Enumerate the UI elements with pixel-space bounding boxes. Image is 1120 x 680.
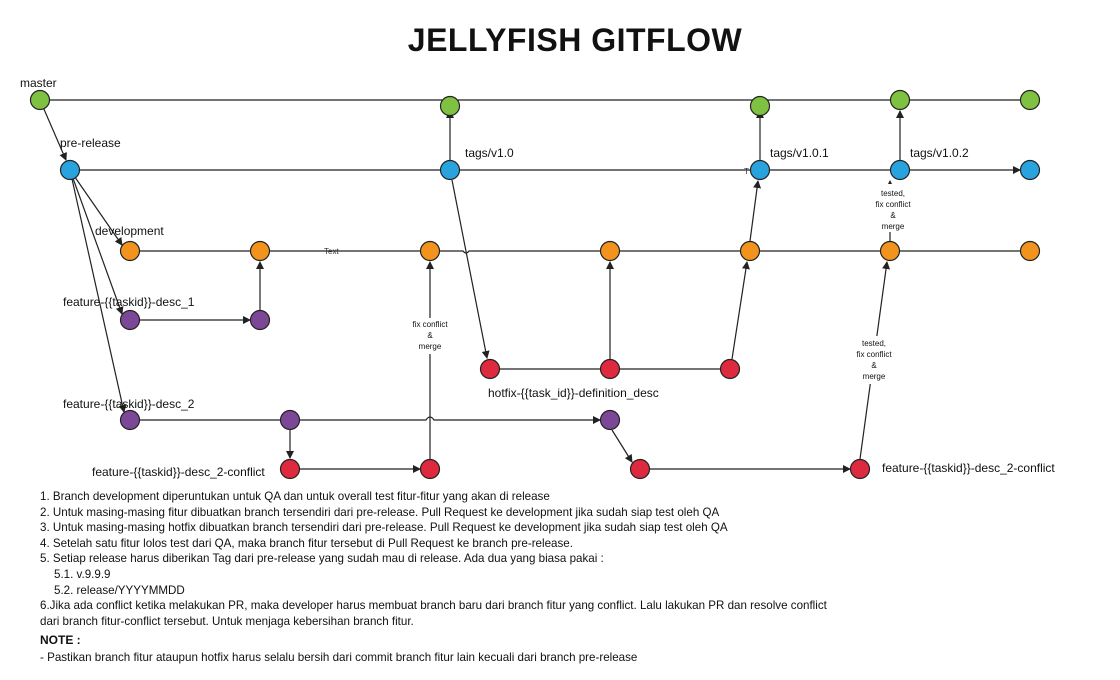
tag-v1-0-2-label: tags/v1.0.2 bbox=[910, 146, 969, 160]
note-item: 4. Setelah satu fitur lolos test dari QA… bbox=[40, 536, 573, 550]
note-item-continued: dari branch fitur-conflict tersebut. Unt… bbox=[40, 614, 414, 628]
development-commit[interactable] bbox=[599, 240, 621, 262]
master-commit[interactable] bbox=[749, 95, 771, 117]
master-commit[interactable] bbox=[29, 89, 51, 111]
note-item: 3. Untuk masing-masing hotfix dibuatkan … bbox=[40, 521, 728, 535]
annotation-line: & bbox=[427, 331, 433, 340]
development-to-pre-release-v1-0-1-arrow bbox=[749, 180, 762, 242]
note-sub-item: 5.1. v.9.9.9 bbox=[54, 567, 111, 581]
feature-2-commit[interactable] bbox=[599, 409, 621, 431]
annotation-line: fix conflict bbox=[856, 350, 892, 359]
annotation-line: merge bbox=[863, 372, 886, 381]
pre-release-commit[interactable] bbox=[889, 159, 911, 181]
master-commit[interactable] bbox=[439, 95, 461, 117]
annotation-line: & bbox=[890, 211, 896, 220]
annotation-line: fix conflict bbox=[875, 200, 911, 209]
conflict-commit[interactable] bbox=[279, 458, 301, 480]
annotation-line: tested, bbox=[862, 339, 886, 348]
pre-release-to-feature-2-arrow bbox=[69, 169, 127, 413]
pre-release-to-feature-1-arrow bbox=[69, 169, 124, 315]
development-commit[interactable] bbox=[879, 240, 901, 262]
feature-2-to-conflict-right-arrow bbox=[611, 429, 633, 463]
feature-2-label: feature-{{taskid}}-desc_2 bbox=[63, 397, 195, 411]
hotfix-commit[interactable] bbox=[599, 358, 621, 380]
pre-release-to-hotfix-arrow bbox=[451, 179, 490, 359]
pre-release-commit[interactable] bbox=[59, 159, 81, 181]
conflict-commit[interactable] bbox=[629, 458, 651, 480]
development-commit[interactable] bbox=[249, 240, 271, 262]
master-commit[interactable] bbox=[889, 89, 911, 111]
conflict-commit[interactable] bbox=[419, 458, 441, 480]
pre-release-to-development-arrow bbox=[69, 169, 123, 246]
annotation-line: merge bbox=[419, 342, 442, 351]
development-commit[interactable] bbox=[119, 240, 141, 262]
page-title: JELLYFISH GITFLOW bbox=[407, 22, 743, 58]
hotfix-commit[interactable] bbox=[479, 358, 501, 380]
development-commit[interactable] bbox=[739, 240, 761, 262]
feature-2-conflict-left-label: feature-{{taskid}}-desc_2-conflict bbox=[92, 465, 265, 479]
master-label: master bbox=[20, 76, 57, 90]
tested-fix-conflict-annotation-top: tested, fix conflict & merge bbox=[865, 184, 915, 232]
tag-v1-0-1-label: tags/v1.0.1 bbox=[770, 146, 829, 160]
hotfix-commit[interactable] bbox=[719, 358, 741, 380]
note-item: 2. Untuk masing-masing fitur dibuatkan b… bbox=[40, 505, 720, 519]
conflict-commit[interactable] bbox=[849, 458, 871, 480]
note-item: 1. Branch development diperuntukan untuk… bbox=[40, 490, 550, 503]
note-heading: NOTE : bbox=[40, 633, 81, 647]
note-item: 5. Setiap release harus diberikan Tag da… bbox=[40, 552, 604, 566]
pre-release-commit[interactable] bbox=[439, 159, 461, 181]
hotfix-label: hotfix-{{task_id}}-definition_desc bbox=[488, 386, 659, 400]
pre-release-label: pre-release bbox=[60, 136, 121, 150]
development-label: development bbox=[95, 224, 164, 238]
hotfix-end-to-development-arrow bbox=[731, 261, 750, 360]
master-to-pre-release-arrow bbox=[39, 99, 67, 161]
fix-conflict-annotation: fix conflict & merge bbox=[400, 318, 460, 354]
development-commit[interactable] bbox=[419, 240, 441, 262]
development-commit[interactable] bbox=[1019, 240, 1041, 262]
feature-2-conflict-right-label: feature-{{taskid}}-desc_2-conflict bbox=[882, 461, 1055, 475]
pre-release-commit[interactable] bbox=[749, 159, 771, 181]
feature-2-commit[interactable] bbox=[279, 409, 301, 431]
feature-1-label: feature-{{taskid}}-desc_1 bbox=[63, 295, 195, 309]
annotation-line: merge bbox=[882, 222, 905, 231]
feature-1-commit[interactable] bbox=[249, 309, 271, 331]
feature-2-branch-line bbox=[290, 416, 601, 424]
tested-fix-conflict-annotation-bottom: tested, fix conflict & merge bbox=[848, 336, 904, 384]
pre-release-commit[interactable] bbox=[1019, 159, 1041, 181]
note-item: 6.Jika ada conflict ketika melakukan PR,… bbox=[40, 599, 827, 613]
notes-list: 1. Branch development diperuntukan untuk… bbox=[40, 489, 940, 629]
note-sub-item: 5.2. release/YYYYMMDD bbox=[54, 583, 185, 597]
master-commit[interactable] bbox=[1019, 89, 1041, 111]
feature-1-commit[interactable] bbox=[119, 309, 141, 331]
text-marker: Text bbox=[324, 247, 339, 256]
gitflow-diagram: master pre-release development feature-{… bbox=[20, 76, 1055, 480]
annotation-line: tested, bbox=[881, 189, 905, 198]
t-marker: T bbox=[744, 167, 749, 176]
feature-2-commit[interactable] bbox=[119, 409, 141, 431]
tag-v1-0-label: tags/v1.0 bbox=[465, 146, 514, 160]
note-body: - Pastikan branch fitur ataupun hotfix h… bbox=[40, 651, 638, 664]
annotation-line: fix conflict bbox=[412, 320, 448, 329]
annotation-line: & bbox=[871, 361, 877, 370]
